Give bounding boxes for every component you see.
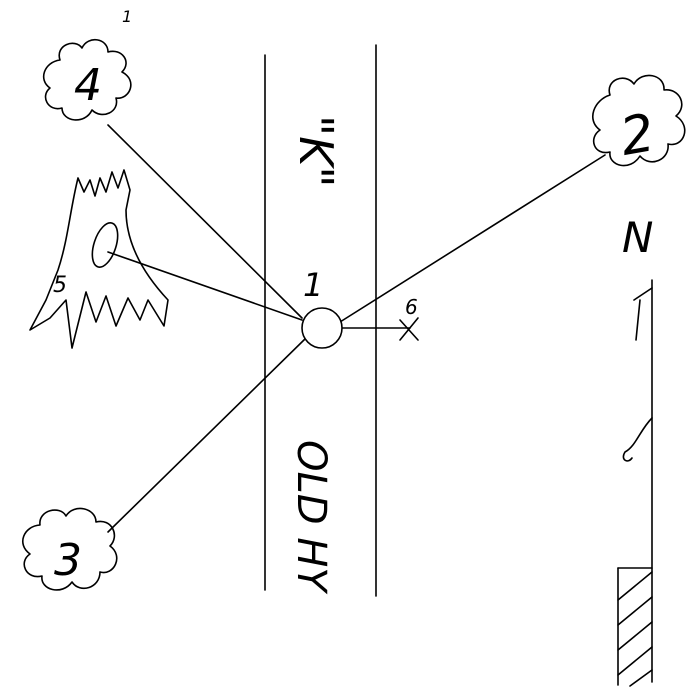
road-old-highway-label: OLD HY xyxy=(288,440,334,595)
north-arrow-tail-hatch xyxy=(617,571,653,687)
stump-5-ring-icon xyxy=(91,222,119,268)
tree-4-label: 4 xyxy=(74,60,102,111)
center-point-circle xyxy=(301,307,343,349)
north-label: N xyxy=(622,213,653,262)
tree-2-label: 2 xyxy=(616,103,659,168)
north-arrow-squiggle-icon xyxy=(622,417,653,462)
line-to-stump-5 xyxy=(107,251,303,321)
stump-5-outline-icon xyxy=(29,169,169,349)
mark-6-cross-icon xyxy=(399,317,419,341)
north-arrow-head-icon xyxy=(633,287,653,341)
tree-2-cloud-icon xyxy=(591,74,686,167)
tree-3-label: 3 xyxy=(54,535,82,586)
tree-4-cloud-icon xyxy=(42,39,132,121)
tree-3-cloud-icon xyxy=(21,507,118,591)
page-number: 1 xyxy=(122,7,132,26)
road-name-label: "K" xyxy=(289,115,343,187)
line-to-tree-3 xyxy=(107,337,307,533)
stump-5-label: 5 xyxy=(53,273,67,298)
center-point-label: 1 xyxy=(303,266,323,304)
line-to-tree-4 xyxy=(107,124,303,319)
mark-6-label: 6 xyxy=(405,295,418,319)
line-to-tree-2 xyxy=(339,154,606,323)
